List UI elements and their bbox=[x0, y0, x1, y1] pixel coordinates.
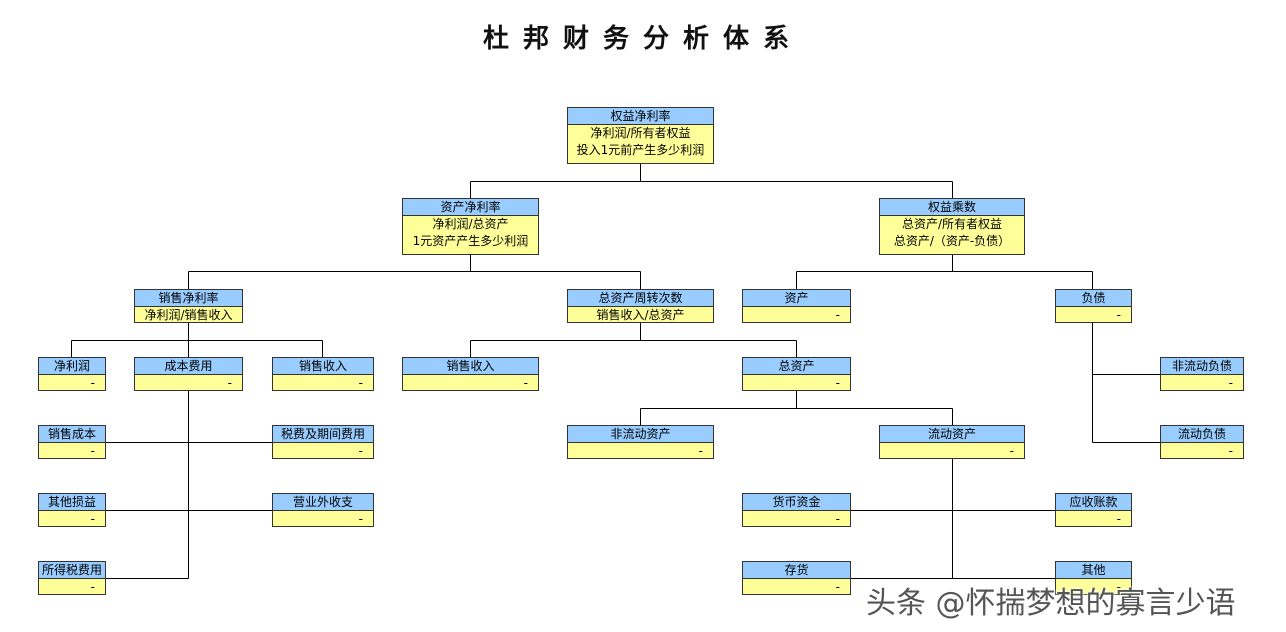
node-noncurrent-assets: 非流动资产 - bbox=[567, 425, 714, 459]
node-roa-label: 资产净利率 bbox=[403, 199, 538, 216]
node-income-tax-value: - bbox=[90, 580, 95, 594]
node-cost-expense: 成本费用 - bbox=[134, 357, 243, 391]
node-noncurrent-liabilities-label: 非流动负债 bbox=[1161, 358, 1243, 375]
node-liabilities: 负债 - bbox=[1055, 289, 1132, 323]
node-equity-multiplier-line-2: 总资产/（资产-负债） bbox=[893, 234, 1011, 248]
node-inventory-value: - bbox=[835, 580, 840, 594]
node-assets-label: 资产 bbox=[743, 290, 850, 307]
node-current-assets-label: 流动资产 bbox=[880, 426, 1024, 443]
node-net-profit-margin-line-1: 净利润/销售收入 bbox=[144, 308, 233, 322]
node-current-liabilities: 流动负债 - bbox=[1160, 425, 1244, 459]
node-total-assets-label: 总资产 bbox=[743, 358, 850, 375]
node-liabilities-value: - bbox=[1116, 308, 1121, 322]
node-receivables-value: - bbox=[1116, 512, 1121, 526]
node-taxes-period-expenses: 税费及期间费用 - bbox=[272, 425, 374, 459]
node-roe-label: 权益净利率 bbox=[568, 108, 713, 125]
node-receivables-label: 应收账款 bbox=[1056, 494, 1131, 511]
node-cash-label: 货币资金 bbox=[743, 494, 850, 511]
node-non-operating: 营业外收支 - bbox=[272, 493, 374, 527]
node-roa-line-2: 1元资产产生多少利润 bbox=[412, 234, 529, 248]
node-total-asset-turnover-label: 总资产周转次数 bbox=[568, 290, 713, 307]
node-other-gains-losses-label: 其他损益 bbox=[39, 494, 105, 511]
node-assets-value: - bbox=[835, 308, 840, 322]
node-roa-line-1: 净利润/总资产 bbox=[432, 217, 509, 231]
node-sales-revenue-2-value: - bbox=[523, 376, 528, 390]
node-cost-of-sales-label: 销售成本 bbox=[39, 426, 105, 443]
watermark-text: 头条 @怀揣梦想的寡言少语 bbox=[866, 586, 1236, 621]
node-cash: 货币资金 - bbox=[742, 493, 851, 527]
node-taxes-period-expenses-value: - bbox=[358, 444, 363, 458]
node-inventory: 存货 - bbox=[742, 561, 851, 595]
node-noncurrent-liabilities: 非流动负债 - bbox=[1160, 357, 1244, 391]
node-sales-revenue-2-label: 销售收入 bbox=[403, 358, 538, 375]
node-roa: 资产净利率 净利润/总资产 1元资产产生多少利润 bbox=[402, 198, 539, 255]
node-cost-expense-value: - bbox=[227, 376, 232, 390]
node-current-assets: 流动资产 - bbox=[879, 425, 1025, 459]
node-net-profit: 净利润 - bbox=[38, 357, 106, 391]
node-non-operating-value: - bbox=[358, 512, 363, 526]
node-noncurrent-assets-value: - bbox=[698, 444, 703, 458]
node-income-tax-label: 所得税费用 bbox=[39, 562, 105, 579]
node-income-tax: 所得税费用 - bbox=[38, 561, 106, 595]
node-current-liabilities-value: - bbox=[1228, 444, 1233, 458]
node-net-profit-value: - bbox=[90, 376, 95, 390]
node-cost-expense-label: 成本费用 bbox=[135, 358, 242, 375]
node-cost-of-sales-value: - bbox=[90, 444, 95, 458]
node-sales-revenue-1: 销售收入 - bbox=[272, 357, 374, 391]
node-equity-multiplier: 权益乘数 总资产/所有者权益 总资产/（资产-负债） bbox=[879, 198, 1025, 255]
node-noncurrent-assets-label: 非流动资产 bbox=[568, 426, 713, 443]
node-roe: 权益净利率 净利润/所有者权益 投入1元前产生多少利润 bbox=[567, 107, 714, 164]
node-net-profit-margin-label: 销售净利率 bbox=[135, 290, 242, 307]
node-equity-multiplier-label: 权益乘数 bbox=[880, 199, 1024, 216]
diagram-title: 杜邦财务分析体系 bbox=[482, 24, 803, 54]
node-sales-revenue-1-label: 销售收入 bbox=[273, 358, 373, 375]
node-total-assets-value: - bbox=[835, 376, 840, 390]
node-current-assets-value: - bbox=[1009, 444, 1014, 458]
node-current-liabilities-label: 流动负债 bbox=[1161, 426, 1243, 443]
node-receivables: 应收账款 - bbox=[1055, 493, 1132, 527]
node-other-value: - bbox=[1116, 580, 1121, 594]
node-noncurrent-liabilities-value: - bbox=[1228, 376, 1233, 390]
node-other-label: 其他 bbox=[1056, 562, 1131, 579]
node-cash-value: - bbox=[835, 512, 840, 526]
node-total-asset-turnover: 总资产周转次数 销售收入/总资产 bbox=[567, 289, 714, 323]
node-net-profit-label: 净利润 bbox=[39, 358, 105, 375]
node-assets: 资产 - bbox=[742, 289, 851, 323]
node-inventory-label: 存货 bbox=[743, 562, 850, 579]
node-roe-line-2: 投入1元前产生多少利润 bbox=[576, 143, 705, 157]
node-liabilities-label: 负债 bbox=[1056, 290, 1131, 307]
node-cost-of-sales: 销售成本 - bbox=[38, 425, 106, 459]
node-equity-multiplier-line-1: 总资产/所有者权益 bbox=[901, 217, 1003, 231]
node-total-assets: 总资产 - bbox=[742, 357, 851, 391]
node-other-gains-losses-value: - bbox=[90, 512, 95, 526]
node-net-profit-margin: 销售净利率 净利润/销售收入 bbox=[134, 289, 243, 323]
node-other: 其他 - bbox=[1055, 561, 1132, 595]
node-total-asset-turnover-line-1: 销售收入/总资产 bbox=[596, 308, 685, 322]
node-taxes-period-expenses-label: 税费及期间费用 bbox=[273, 426, 373, 443]
node-other-gains-losses: 其他损益 - bbox=[38, 493, 106, 527]
node-sales-revenue-1-value: - bbox=[358, 376, 363, 390]
node-sales-revenue-2: 销售收入 - bbox=[402, 357, 539, 391]
node-non-operating-label: 营业外收支 bbox=[273, 494, 373, 511]
node-roe-line-1: 净利润/所有者权益 bbox=[590, 126, 691, 140]
